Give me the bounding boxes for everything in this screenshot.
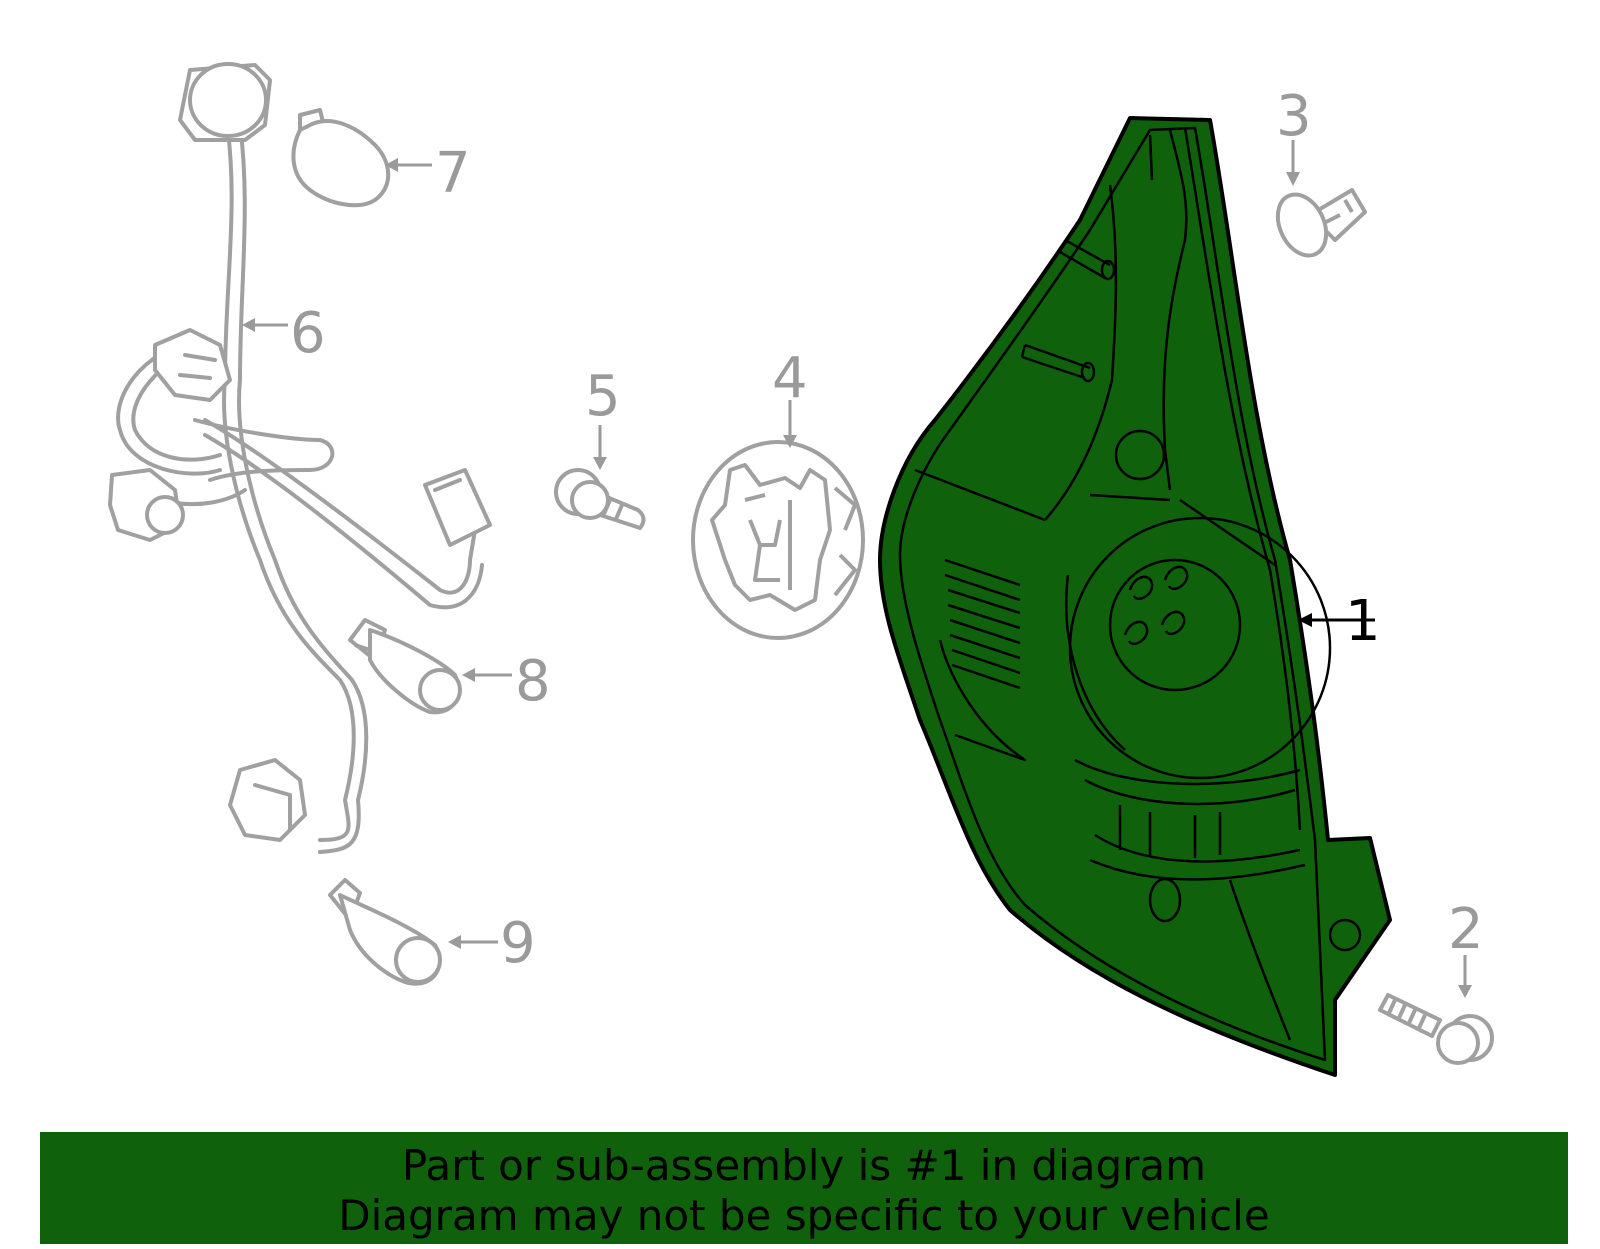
- part-6-wiring-harness[interactable]: [108, 62, 492, 854]
- tail-lamp-vent-slots: [944, 558, 1021, 690]
- leader-arrows: [242, 140, 1472, 998]
- callout-3[interactable]: 3: [1276, 84, 1312, 149]
- part-1-tail-lamp[interactable]: [878, 116, 1392, 1077]
- banner-line-1: Part or sub-assembly is #1 in diagram: [401, 1141, 1207, 1190]
- callout-6[interactable]: 6: [290, 301, 326, 366]
- part-7-bulb[interactable]: [291, 108, 391, 208]
- callout-5[interactable]: 5: [585, 364, 621, 429]
- part-9-bulb[interactable]: [328, 878, 442, 986]
- banner-line-2: Diagram may not be specific to your vehi…: [338, 1191, 1270, 1240]
- part-3-clip[interactable]: [1269, 187, 1367, 264]
- callout-9[interactable]: 9: [500, 911, 536, 976]
- part-4-socket-plate[interactable]: [691, 440, 865, 640]
- callout-4[interactable]: 4: [772, 346, 808, 411]
- callout-1[interactable]: 1: [1345, 589, 1381, 654]
- info-banner: Part or sub-assembly is #1 in diagram Di…: [40, 1132, 1568, 1244]
- callout-8[interactable]: 8: [515, 649, 551, 714]
- callout-7[interactable]: 7: [435, 141, 471, 206]
- callout-2[interactable]: 2: [1448, 897, 1484, 962]
- part-8-bulb[interactable]: [348, 618, 462, 715]
- part-5-bolt[interactable]: [554, 468, 646, 530]
- part-2-screw[interactable]: [1378, 993, 1494, 1065]
